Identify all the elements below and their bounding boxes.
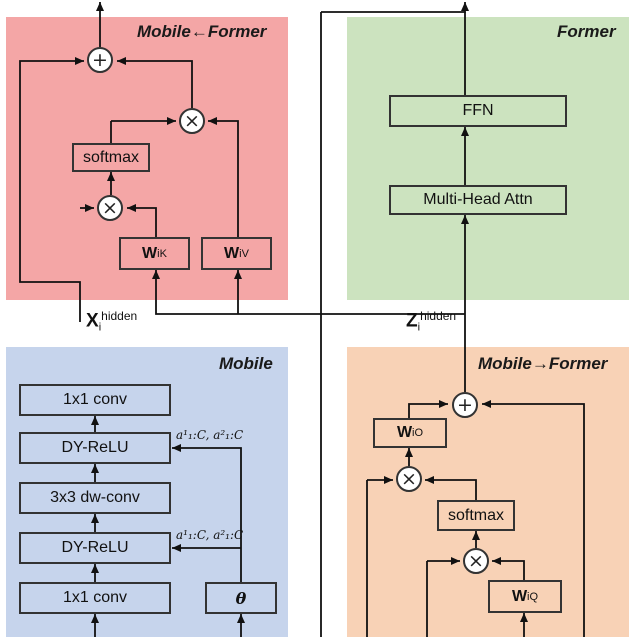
- wv-sup: V: [241, 247, 249, 260]
- wo-sub: i: [412, 427, 415, 439]
- dwconv-box: 3x3 dw-conv: [19, 482, 171, 514]
- wo-base: W: [396, 424, 413, 441]
- x-hidden-sub: i: [98, 321, 102, 334]
- multiply-operator: ×: [396, 466, 422, 492]
- add-operator: +: [87, 47, 113, 73]
- z-hidden-base: Z: [406, 310, 418, 332]
- multi-head-attn-box: Multi-Head Attn: [389, 185, 567, 215]
- theta-box: θ: [205, 582, 277, 614]
- wk-sub: i: [157, 247, 160, 260]
- wv-sub: i: [239, 247, 242, 260]
- softmax-box: softmax: [72, 143, 150, 172]
- dyrelu-bottom-box: DY-ReLU: [19, 532, 171, 564]
- dyrelu-top-box: DY-ReLU: [19, 432, 171, 464]
- z-hidden-sub: i: [417, 321, 421, 334]
- wq-sup: Q: [529, 590, 539, 603]
- x-hidden-label: Xihidden: [86, 309, 137, 334]
- wk-base: W: [142, 244, 158, 262]
- multiply-operator: ×: [179, 108, 205, 134]
- wv-base: W: [224, 244, 240, 262]
- conv1x1-bottom-box: 1x1 conv: [19, 582, 171, 614]
- wk-sup: K: [159, 247, 167, 260]
- former-panel: [347, 17, 629, 300]
- mobile-to-former-title: Mobile→Former: [478, 354, 608, 373]
- z-hidden-sup: hidden: [420, 309, 457, 323]
- dyrelu-params-top-label: a¹₁:C, a²₁:C: [176, 428, 244, 442]
- wo-sup: O: [414, 427, 424, 439]
- mobile-former-panel: [6, 17, 288, 300]
- x-hidden-sup: hidden: [101, 309, 138, 323]
- multiply-operator: ×: [463, 548, 489, 574]
- theta-symbol: θ: [235, 588, 247, 608]
- wq-sub: i: [527, 590, 530, 603]
- x-hidden-base: X: [86, 310, 99, 332]
- mobile-title: Mobile: [219, 354, 273, 373]
- add-operator: +: [452, 392, 478, 418]
- dyrelu-params-bottom-label: a¹₁:C, a²₁:C: [176, 528, 244, 542]
- former-title: Former: [557, 22, 616, 41]
- softmax-box: softmax: [437, 500, 515, 531]
- z-hidden-label: Zihidden: [406, 309, 456, 334]
- conv1x1-top-box: 1x1 conv: [19, 384, 171, 416]
- ffn-box: FFN: [389, 95, 567, 127]
- wq-base: W: [511, 587, 528, 605]
- multiply-operator: ×: [97, 195, 123, 221]
- mobile-former-title: Mobile←Former: [137, 22, 267, 41]
